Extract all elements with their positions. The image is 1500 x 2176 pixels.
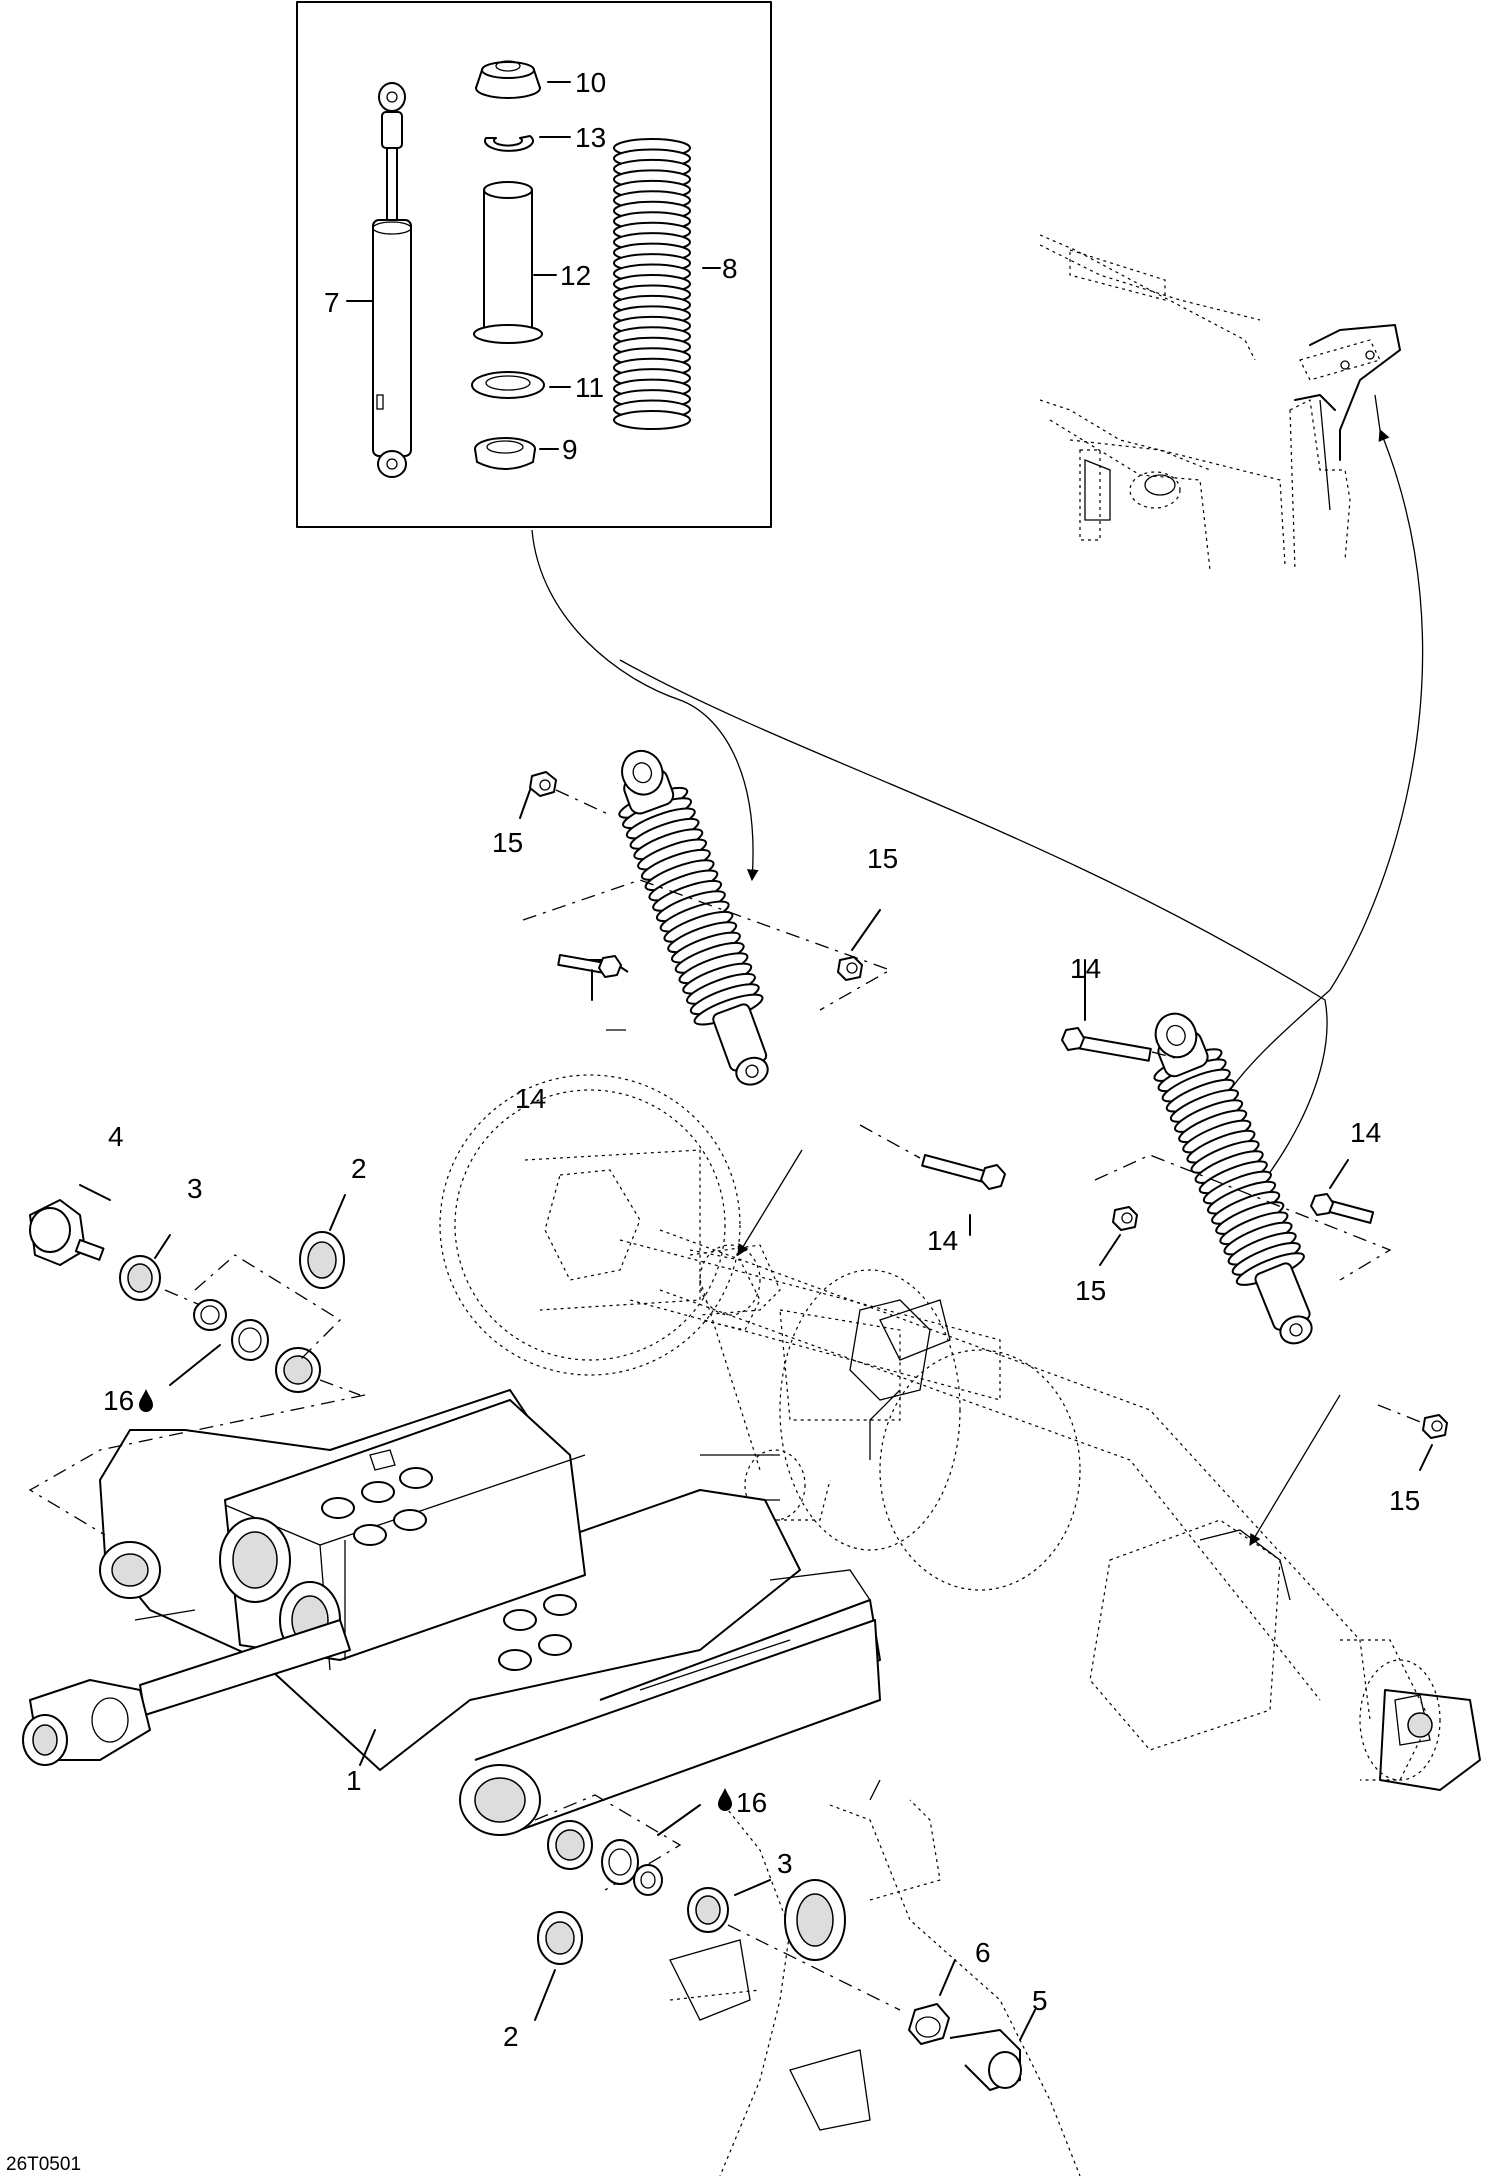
- callout-5: 5: [1032, 1985, 1048, 2016]
- rear-axle-phantom: [439, 1074, 1481, 1791]
- figure-id: 26T0501: [6, 2154, 81, 2175]
- right-pivot-bearing-stack: [534, 1794, 1036, 2091]
- callout-3-top: 3: [187, 1173, 203, 1204]
- drive-shaft-part: [22, 1619, 351, 1766]
- left-shock-assembly: [618, 749, 769, 1086]
- callout-15-right-mid: 15: [1075, 1275, 1106, 1306]
- callout-7: 7: [324, 287, 340, 318]
- adjuster-ring-part: [474, 437, 536, 470]
- left-shock-hardware: [519, 771, 1006, 1236]
- callout-14-left-upper: 14: [515, 1083, 546, 1114]
- spring-sleeve-part: [473, 181, 543, 344]
- callout-15-right-lower: 15: [1389, 1485, 1420, 1516]
- callout-9: 9: [562, 434, 578, 465]
- callout-4: 4: [108, 1121, 124, 1152]
- spring-coil: [613, 410, 691, 430]
- callout-1: 1: [346, 1765, 362, 1796]
- right-shock-assembly: [1153, 1012, 1313, 1345]
- callout-labels: 1 2 2 3 3 4 5 6 14 14 14 14 15 15 15 15 …: [6, 827, 1420, 2175]
- callout-16-bottom: 16: [736, 1787, 767, 1818]
- oil-drop-icon: [718, 1788, 732, 1811]
- callout-12: 12: [560, 260, 591, 291]
- shock-components-inset: 7 10 13 12 8 11 9: [296, 1, 772, 528]
- callout-8: 8: [722, 253, 738, 284]
- callout-16-top: 16: [103, 1385, 134, 1416]
- callout-15-left-upper: 15: [492, 827, 523, 858]
- callout-3-bottom: 3: [777, 1848, 793, 1879]
- coil-spring-part: [613, 138, 691, 430]
- callout-2-bottom: 2: [503, 2021, 519, 2052]
- washer-part: [471, 371, 545, 399]
- swing-arm-part: [99, 1389, 881, 1836]
- callout-13: 13: [575, 122, 606, 153]
- callout-14-left-lower: 14: [927, 1225, 958, 1256]
- spring-cap-part: [475, 60, 541, 99]
- callout-2-top: 2: [351, 1153, 367, 1184]
- callout-10: 10: [575, 67, 606, 98]
- callout-6: 6: [975, 1937, 991, 1968]
- right-shock-spring: [1153, 1048, 1305, 1286]
- oil-drop-icon: [139, 1389, 153, 1412]
- callout-15-left-mid: 15: [867, 843, 898, 874]
- frame-mount-detail: [1039, 234, 1401, 571]
- shock-absorber-part: [372, 82, 412, 478]
- callout-14-right-upper: 14: [1070, 953, 1101, 984]
- left-shock-spring: [618, 786, 764, 1026]
- callout-14-right-lower: 14: [1350, 1117, 1381, 1148]
- right-shock-hardware: [1061, 959, 1448, 1471]
- callout-11: 11: [575, 372, 604, 403]
- chassis-bracket-phantom: [669, 1779, 1081, 2176]
- left-pivot-bearing-stack: [28, 1184, 366, 1536]
- retaining-clip-part: [484, 135, 534, 152]
